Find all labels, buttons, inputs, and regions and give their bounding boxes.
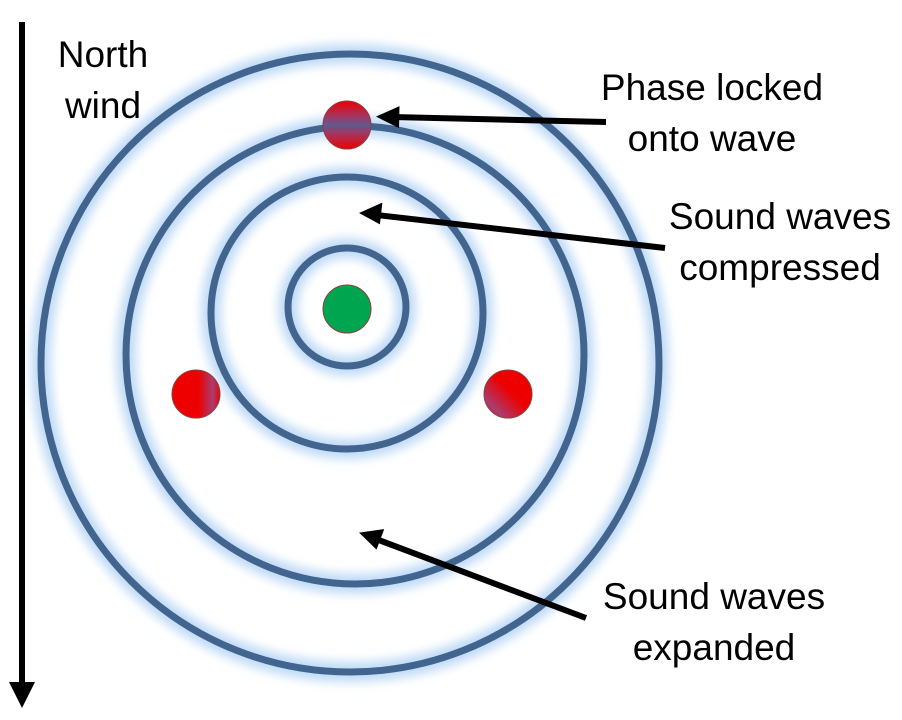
red-circle-icon (171, 369, 221, 419)
expanded-line-2: expanded (632, 627, 796, 668)
sound-wave-ring-2 (207, 173, 487, 453)
compressed-line-1: Sound waves (668, 196, 892, 237)
compressed-line-2: compressed (679, 247, 881, 288)
red-circle-icon (322, 100, 372, 150)
arrow-compressed (376, 212, 666, 251)
sound-wave-ring-3 (122, 122, 588, 588)
phase-locked-line-2: onto wave (627, 118, 797, 159)
sound-wave-ring-4 (37, 50, 663, 676)
compressed-label: Sound waves compressed (655, 191, 902, 293)
annotation-arrows (374, 114, 666, 621)
arrow-phase-locked (391, 114, 607, 125)
arrow-expanded (374, 536, 588, 621)
phase-locked-line-1: Phase locked (600, 67, 824, 108)
annotation-arrowheads (359, 106, 400, 550)
expanded-line-1: Sound waves (602, 576, 826, 617)
red-circle-icon (483, 369, 533, 419)
north-wind-label: North wind (38, 29, 168, 131)
down-arrow-icon (9, 22, 35, 708)
sound-wave-ring-1 (284, 244, 410, 370)
arrowhead-compressed (359, 202, 383, 225)
north-wind-line-2: wind (64, 85, 142, 126)
green-circle-icon (322, 284, 372, 334)
arrowhead-phase-locked (376, 106, 400, 129)
expanded-label: Sound waves expanded (582, 571, 846, 673)
north-wind-line-1: North (57, 34, 149, 75)
arrowhead-expanded (359, 529, 385, 550)
phase-locked-label: Phase locked onto wave (580, 62, 844, 164)
